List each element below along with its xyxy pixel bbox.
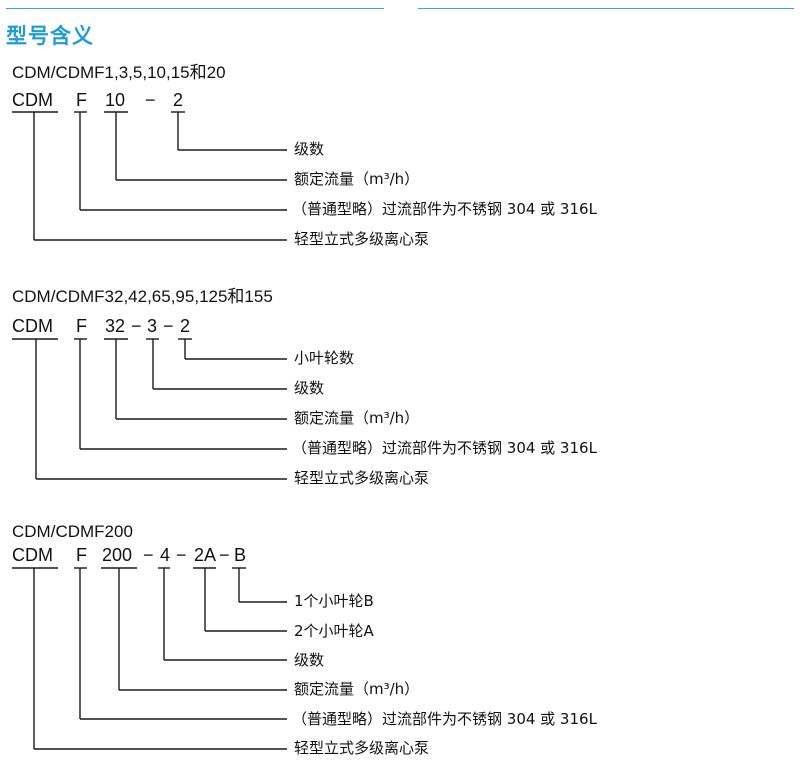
desc-flow: 额定流量（m³/h） [294, 170, 420, 188]
code-dash: − [143, 545, 154, 565]
desc-pump-type: 轻型立式多级离心泵 [294, 469, 430, 487]
desc-pump-type: 轻型立式多级离心泵 [294, 230, 430, 248]
code-f: F [76, 545, 87, 565]
top-divider-right [418, 8, 794, 9]
desc-material: （普通型略）过流部件为不锈钢 304 或 316L [292, 710, 597, 728]
code-small-impellers: 2 [180, 316, 191, 336]
desc-small-impellers: 小叶轮数 [294, 349, 355, 367]
top-divider-left [6, 8, 384, 9]
desc-material: （普通型略）过流部件为不锈钢 304 或 316L [292, 439, 597, 457]
code-stages: 2 [173, 90, 184, 110]
code-dash: − [131, 316, 142, 336]
code-f: F [76, 90, 87, 110]
desc-impeller-b: 1个小叶轮B [294, 592, 374, 610]
code-f: F [76, 316, 87, 336]
code-flow: 200 [102, 545, 133, 565]
code-dash: − [219, 545, 230, 565]
desc-impeller-a: 2个小叶轮A [294, 622, 374, 640]
code-cdm: CDM [12, 316, 53, 336]
desc-flow: 额定流量（m³/h） [294, 680, 420, 698]
section-1-header: CDM/CDMF1,3,5,10,15和20 [12, 63, 226, 82]
code-stages: 4 [160, 545, 171, 565]
code-dash: − [145, 90, 156, 110]
page-title: 型号含义 [6, 24, 94, 48]
desc-pump-type: 轻型立式多级离心泵 [294, 739, 430, 757]
code-flow: 32 [105, 316, 126, 336]
desc-stages: 级数 [294, 379, 325, 397]
code-flow: 10 [105, 90, 126, 110]
code-dash: − [163, 316, 174, 336]
code-stages: 3 [147, 316, 158, 336]
desc-stages: 级数 [294, 140, 325, 158]
desc-material: （普通型略）过流部件为不锈钢 304 或 316L [292, 200, 597, 218]
section-2-header: CDM/CDMF32,42,65,95,125和155 [12, 287, 273, 306]
desc-stages: 级数 [294, 651, 325, 669]
section-3-header: CDM/CDMF200 [12, 522, 133, 541]
code-cdm: CDM [12, 90, 53, 110]
code-cdm: CDM [12, 545, 53, 565]
code-dash: − [176, 545, 187, 565]
desc-flow: 额定流量（m³/h） [294, 409, 420, 427]
code-impeller-a: 2A [194, 545, 217, 565]
code-impeller-b: B [234, 545, 247, 565]
